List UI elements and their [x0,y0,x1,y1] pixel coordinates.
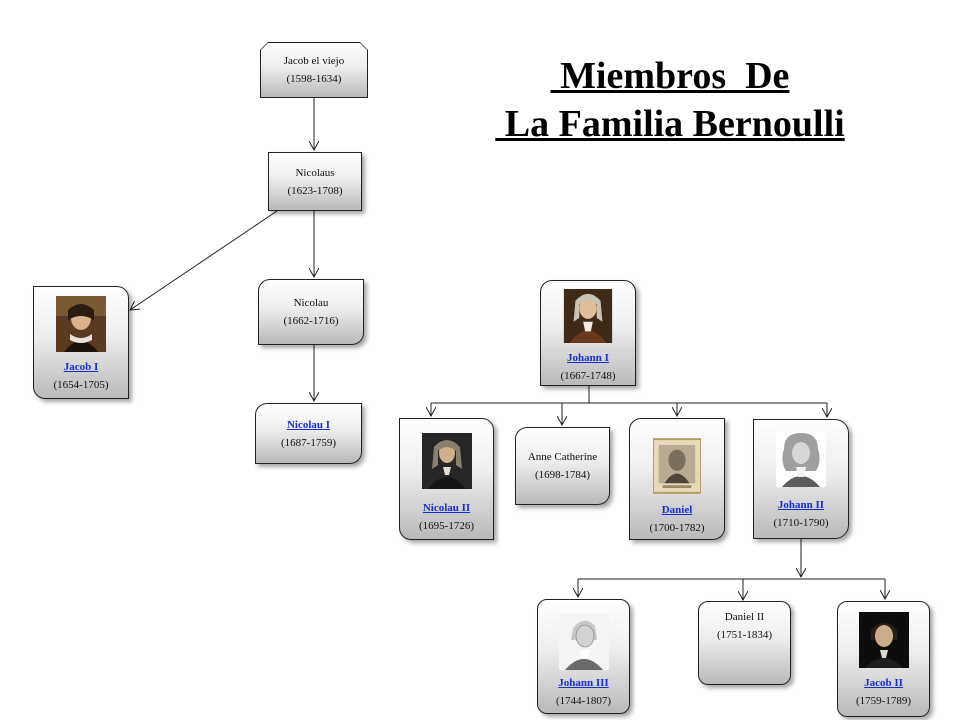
node-name: Nicolau [293,297,329,309]
diagram-title: Miembros De La Familia Bernoulli [470,52,870,148]
node-daniel-ii: Daniel II (1751-1834) [698,601,791,685]
node-nicolaus: Nicolaus (1623-1708) [268,152,362,211]
node-years: (1751-1834) [717,629,772,641]
node-johann-ii: Johann II (1710-1790) [753,419,849,539]
node-johann-iii: Johann III (1744-1807) [537,599,630,714]
node-nicolau-i: Nicolau I (1687-1759) [255,403,362,464]
node-link-johann-iii[interactable]: Johann III [558,677,609,689]
title-line-2: La Familia Bernoulli [495,103,845,145]
node-years: (1623-1708) [287,184,343,197]
node-link-jacob-i[interactable]: Jacob I [63,361,99,373]
node-link-nicolau-ii[interactable]: Nicolau II [422,502,471,514]
node-years: (1700-1782) [649,522,705,534]
node-jacob-i: Jacob I (1654-1705) [33,286,129,399]
node-johann-i: Johann I (1667-1748) [540,280,636,386]
node-daniel: Daniel (1700-1782) [629,418,725,540]
portrait-icon [558,614,609,670]
portrait-icon [56,296,106,352]
node-link-daniel[interactable]: Daniel [661,504,693,516]
node-link-nicolau-i[interactable]: Nicolau I [286,418,331,431]
title-line-1: Miembros De [550,55,790,97]
node-jacob-el-viejo: Jacob el viejo (1598-1634) [260,42,368,98]
node-link-johann-i[interactable]: Johann I [567,352,609,364]
node-jacob-ii: Jacob II (1759-1789) [837,601,930,717]
portrait-icon [653,438,701,494]
node-years: (1687-1759) [281,436,336,449]
node-years: (1759-1789) [856,695,911,707]
node-years: (1698-1784) [535,469,590,481]
node-link-jacob-ii[interactable]: Jacob II [864,677,903,689]
node-nicolau: Nicolau (1662-1716) [258,279,364,345]
node-anne-catherine: Anne Catherine (1698-1784) [515,427,610,505]
node-years: (1667-1748) [560,370,616,382]
node-name: Daniel II [724,611,765,623]
node-link-johann-ii[interactable]: Johann II [777,499,825,511]
portrait-icon [421,433,472,489]
node-name: Anne Catherine [527,451,598,463]
node-years: (1598-1634) [286,73,342,85]
portrait-icon [563,289,613,343]
portrait-icon [858,612,909,668]
node-years: (1695-1726) [419,520,474,532]
node-nicolau-ii: Nicolau II (1695-1726) [399,418,494,540]
node-name: Jacob el viejo [283,55,345,67]
node-years: (1654-1705) [53,379,109,391]
node-years: (1710-1790) [773,517,829,529]
node-years: (1744-1807) [556,695,611,707]
portrait-icon [776,431,826,487]
node-years: (1662-1716) [283,315,339,327]
node-name: Nicolaus [295,166,335,179]
arrow-nicolaus-to-jacob-i [130,210,278,310]
